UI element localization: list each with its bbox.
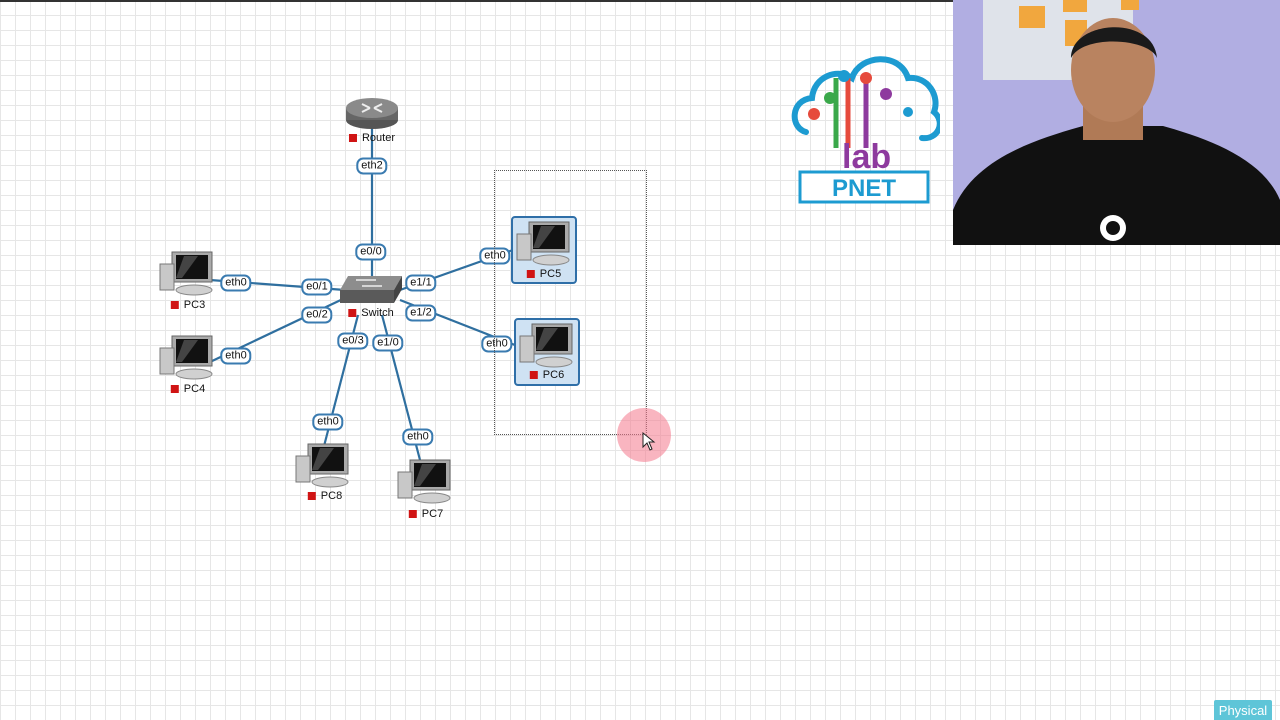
router-label: Router: [348, 132, 396, 144]
pc4-name: PC4: [183, 383, 206, 395]
computer-icon: [397, 459, 451, 504]
pc5-label: PC5: [526, 268, 562, 280]
iface-router-eth2: eth2: [356, 157, 388, 175]
computer-icon: [159, 251, 213, 296]
iface-pc5-eth0: eth0: [479, 247, 511, 265]
pc3-status-icon: [170, 301, 179, 309]
router-name: Router: [361, 132, 396, 144]
pc7-node[interactable]: [396, 458, 454, 504]
switch-name: Switch: [361, 307, 394, 319]
pc3-node[interactable]: [158, 250, 216, 296]
iface-switch-e1-0: e1/0: [372, 334, 404, 352]
top-border: [0, 0, 953, 2]
selection-rectangle: [494, 170, 647, 435]
switch-status-icon: [348, 309, 357, 317]
cloud-logo-icon: lab PNET: [791, 56, 943, 204]
pc5-node[interactable]: [511, 216, 577, 284]
pc6-label: PC6: [529, 369, 565, 381]
iface-pc6-eth0: eth0: [481, 335, 513, 353]
pc4-label: PC4: [170, 383, 206, 395]
iface-switch-e1-2: e1/2: [405, 304, 437, 322]
pc6-name: PC6: [542, 369, 565, 381]
pc7-status-icon: [408, 510, 417, 518]
logo-pnet-text: PNET: [832, 175, 896, 202]
computer-icon: [519, 323, 573, 368]
iface-switch-e0-2: e0/2: [301, 306, 333, 324]
router-node[interactable]: [344, 94, 400, 130]
logo-lab-text: lab: [842, 138, 891, 176]
physical-mode-button[interactable]: Physical: [1214, 700, 1272, 720]
iface-switch-e1-1: e1/1: [405, 274, 437, 292]
pc3-label: PC3: [170, 299, 206, 311]
pc6-node[interactable]: [514, 318, 580, 386]
pc4-node[interactable]: [158, 334, 216, 380]
pc4-status-icon: [170, 385, 179, 393]
pc8-name: PC8: [320, 490, 343, 502]
pc7-label: PC7: [408, 508, 444, 520]
pc6-status-icon: [529, 371, 538, 379]
iface-pc8-eth0: eth0: [312, 413, 344, 431]
computer-icon: [295, 443, 349, 488]
router-status-icon: [348, 134, 357, 142]
pc3-name: PC3: [183, 299, 206, 311]
pc8-node[interactable]: [294, 442, 352, 488]
computer-icon: [516, 221, 570, 266]
computer-icon: [159, 335, 213, 380]
router-icon: [346, 98, 398, 129]
mouse-cursor-icon: [642, 432, 656, 451]
iface-pc4-eth0: eth0: [220, 347, 252, 365]
iface-switch-e0-0: e0/0: [355, 243, 387, 261]
pnetlab-logo: lab PNET: [788, 48, 943, 206]
switch-icon: [340, 276, 402, 303]
switch-node[interactable]: [338, 272, 404, 306]
iface-pc7-eth0: eth0: [402, 428, 434, 446]
iface-pc3-eth0: eth0: [220, 274, 252, 292]
pc8-label: PC8: [307, 490, 343, 502]
iface-switch-e0-3: e0/3: [337, 332, 369, 350]
presenter-video-icon: [953, 0, 1280, 245]
pc7-name: PC7: [421, 508, 444, 520]
pc8-status-icon: [307, 492, 316, 500]
pc5-name: PC5: [539, 268, 562, 280]
pc5-status-icon: [526, 270, 535, 278]
webcam-video: [953, 0, 1280, 245]
iface-switch-e0-1: e0/1: [301, 278, 333, 296]
switch-label: Switch: [348, 307, 394, 319]
